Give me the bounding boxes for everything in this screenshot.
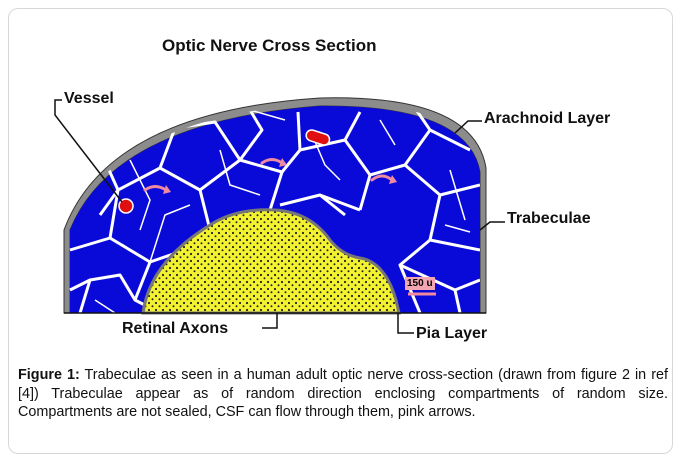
figure-caption: Figure 1: Trabeculae as seen in a human … [18, 366, 668, 422]
axons-leader [262, 313, 277, 328]
retinal-axons-label: Retinal Axons [122, 320, 228, 338]
caption-text: Trabeculae as seen in a human adult opti… [18, 367, 668, 420]
caption-label: Figure 1: [18, 367, 80, 383]
arachnoid-label: Arachnoid Layer [484, 110, 610, 128]
scale-label: 150 u [405, 277, 435, 290]
pia-leader [398, 313, 414, 333]
vessel-label: Vessel [64, 90, 114, 108]
pia-label: Pia Layer [416, 325, 487, 343]
trabeculae-label: Trabeculae [507, 210, 591, 228]
